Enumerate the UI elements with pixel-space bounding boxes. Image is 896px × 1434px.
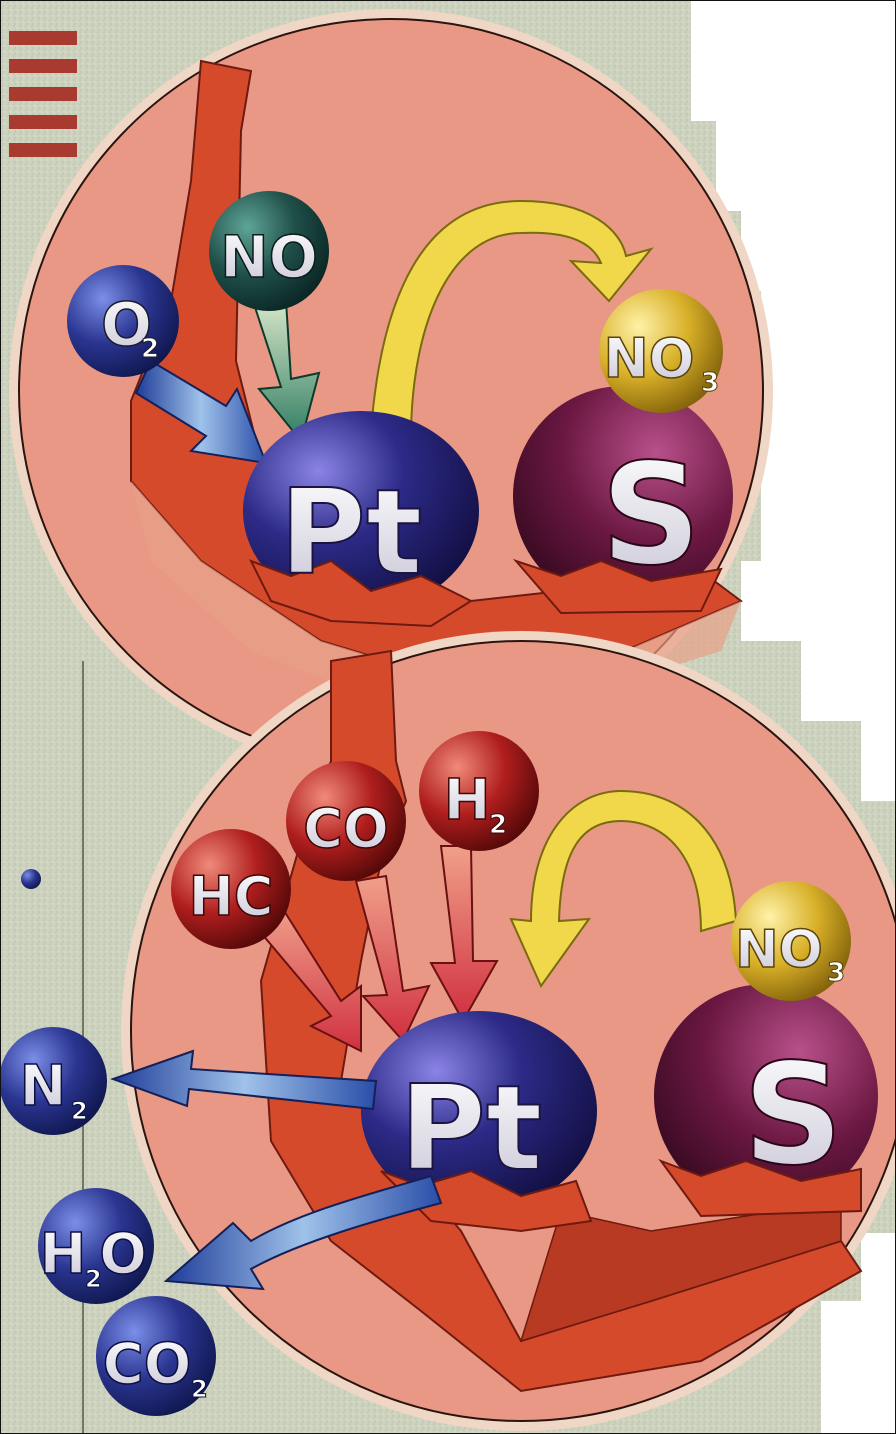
- o2-molecule: O 2: [67, 265, 179, 377]
- co-label: CO: [303, 797, 389, 860]
- no-molecule: NO: [209, 191, 329, 311]
- o2-subscript: 2: [141, 334, 159, 364]
- top-yellow-arrow: [369, 199, 654, 432]
- bottom-s-label: S: [743, 1034, 844, 1197]
- bottom-yellow-arrow: [509, 789, 738, 988]
- h2-subscript: 2: [489, 810, 507, 840]
- top-pt-label: Pt: [280, 463, 423, 601]
- bottom-no3-label: NO: [735, 920, 823, 980]
- h2o-subscript: 2: [85, 1265, 102, 1293]
- h2o-o-label: O: [99, 1222, 147, 1287]
- bottom-pt-site: Pt: [361, 1011, 597, 1233]
- co-molecule: CO: [286, 761, 406, 881]
- h2o-h-label: H: [40, 1222, 87, 1287]
- top-teal-arrow: [251, 300, 321, 444]
- bottom-no3-molecule: NO 3: [731, 881, 851, 1001]
- top-no3-subscript: 3: [701, 368, 719, 398]
- top-no3-label: NO: [603, 327, 694, 390]
- n2-label: N: [20, 1054, 67, 1119]
- n2-molecule: N 2: [1, 1027, 107, 1135]
- hc-arrow: [249, 904, 362, 1053]
- h2-molecule: H 2: [419, 731, 539, 851]
- h2o-molecule: H 2 O: [38, 1188, 154, 1304]
- co2-molecule: CO 2: [96, 1296, 216, 1416]
- h2-label: H: [444, 768, 491, 833]
- bottom-no3-subscript: 3: [827, 958, 845, 988]
- products: N 2 H 2 O CO 2: [1, 1027, 216, 1416]
- h2o-co2-arrow: [163, 1174, 443, 1291]
- n2-arrow: [110, 1049, 378, 1111]
- bottom-panel: Pt S NO 3 HC CO H: [110, 631, 895, 1431]
- small-blue-dot: [21, 869, 41, 889]
- co2-label: CO: [103, 1332, 192, 1397]
- hc-label: HC: [189, 865, 274, 928]
- top-panel: O 2 NO Pt S NO 3: [9, 9, 773, 773]
- top-blue-arrow: [134, 359, 268, 465]
- bottom-pt-label: Pt: [400, 1059, 543, 1197]
- bottom-s-site: S: [654, 984, 878, 1218]
- o2-label: O: [101, 290, 152, 360]
- n2-subscript: 2: [71, 1097, 88, 1125]
- co-arrow: [354, 874, 431, 1043]
- co2-subscript: 2: [191, 1375, 208, 1403]
- top-s-label: S: [601, 434, 702, 597]
- hc-molecule: HC: [171, 829, 291, 949]
- no-label: NO: [220, 223, 318, 291]
- top-pt-site: Pt: [243, 411, 479, 628]
- h2-arrow: [429, 845, 499, 1024]
- top-s-site: S: [512, 386, 733, 615]
- top-no3-molecule: NO 3: [599, 289, 723, 413]
